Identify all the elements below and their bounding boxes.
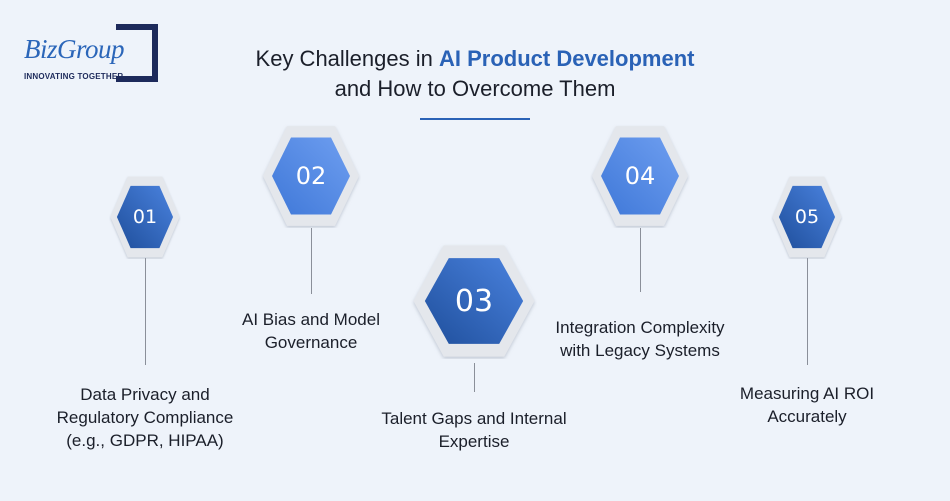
step-label-4: Integration Complexity with Legacy System… xyxy=(520,316,760,362)
step-label-line: AI Bias and Model xyxy=(242,310,380,329)
logo-tagline: INNOVATING TOGETHER xyxy=(24,72,124,81)
hexagon-badge-5: 05 xyxy=(771,175,843,259)
hexagon-badge-3: 03 xyxy=(411,243,537,359)
step-label-line: Accurately xyxy=(767,407,847,426)
step-label-line: Expertise xyxy=(438,432,510,451)
step-label-line: with Legacy Systems xyxy=(560,341,720,360)
hexagon-icon xyxy=(413,245,535,357)
hexagon-icon xyxy=(592,126,688,226)
step-label-line: (e.g., GDPR, HIPAA) xyxy=(66,431,224,450)
step-label-line: Measuring AI ROI xyxy=(739,384,875,403)
step-number-1: 01 xyxy=(132,206,158,228)
step-label-line: Data Privacy and xyxy=(80,385,210,404)
page-title-line1: Key Challenges in AI Product Development xyxy=(0,44,950,74)
title-underline xyxy=(420,118,530,120)
title-accent: AI Product Development xyxy=(438,46,695,71)
connector-line-5 xyxy=(807,258,808,365)
hexagon-icon xyxy=(772,176,842,258)
connector-line-3 xyxy=(474,363,475,392)
hexagon-fill xyxy=(116,185,174,249)
hexagon-fill xyxy=(778,185,836,249)
logo-frame-icon xyxy=(116,24,158,82)
title-prefix: Key Challenges in xyxy=(255,46,439,71)
hexagon-badge-2: 02 xyxy=(261,124,361,228)
page-title-line2: and How to Overcome Them xyxy=(334,76,616,101)
connector-line-1 xyxy=(145,258,146,365)
hexagon-badge-1: 01 xyxy=(109,175,181,259)
logo: BizGroup INNOVATING TOGETHER xyxy=(24,24,159,86)
step-number-3: 03 xyxy=(454,283,494,319)
connector-line-4 xyxy=(640,228,641,292)
hexagon-icon xyxy=(110,176,180,258)
step-label-5: Measuring AI ROI Accurately xyxy=(707,382,907,428)
logo-brand: BizGroup xyxy=(24,34,125,64)
hexagon-icon xyxy=(263,126,359,226)
step-label-line: Governance xyxy=(264,333,358,352)
hexagon-fill xyxy=(424,258,524,344)
step-label-line: Talent Gaps and Internal xyxy=(381,409,567,428)
step-number-5: 05 xyxy=(794,206,820,228)
hexagon-fill xyxy=(601,137,679,215)
step-number-4: 04 xyxy=(624,162,656,190)
step-number-2: 02 xyxy=(295,162,327,190)
hexagon-badge-4: 04 xyxy=(590,124,690,228)
hexagon-fill xyxy=(272,137,350,215)
step-label-line: Regulatory Compliance xyxy=(56,408,234,427)
step-label-line: Integration Complexity xyxy=(555,318,725,337)
connector-line-2 xyxy=(311,228,312,294)
